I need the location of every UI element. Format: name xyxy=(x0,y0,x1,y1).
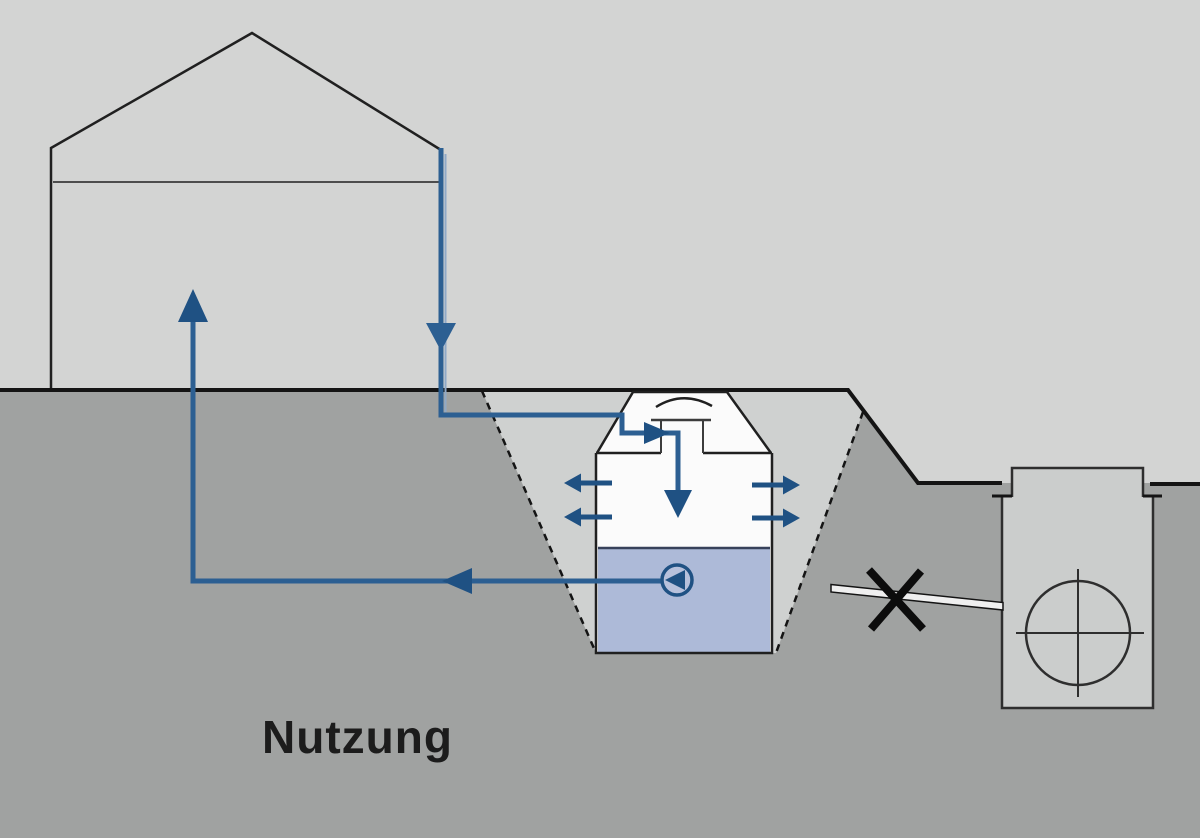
downpipe-inlet-pipe xyxy=(438,148,681,492)
inlet-arrowhead-right-icon xyxy=(644,422,670,444)
old-sewer-pipe xyxy=(830,583,1004,611)
cistern-outline xyxy=(594,390,774,655)
blocked-connection-x-icon xyxy=(866,567,926,632)
pit-boundary-left-dashed xyxy=(480,390,598,654)
nutzung-label: Nutzung xyxy=(262,711,453,763)
pump xyxy=(660,563,694,597)
water-flow-pipes xyxy=(178,148,800,597)
downpipe-arrowhead-down-icon xyxy=(426,323,456,351)
cistern-water xyxy=(598,548,770,652)
pit-boundary-right-dashed xyxy=(774,411,865,654)
ground-surface-line xyxy=(0,388,1002,485)
return-arrowhead-left-icon xyxy=(442,568,472,594)
house-supply-arrowhead-up-icon xyxy=(178,289,208,322)
pump-triangle-icon xyxy=(665,570,685,590)
sewer-shaft-neck xyxy=(1010,466,1145,497)
cistern-lid-arc xyxy=(655,397,713,409)
usage-return-pipe xyxy=(190,320,661,584)
sewer-shaft xyxy=(992,466,1162,710)
sewer-pipe-crosshair xyxy=(1016,569,1144,697)
cistern-dome xyxy=(597,392,771,453)
tank-inflow-arrowhead-down-icon xyxy=(664,490,692,518)
